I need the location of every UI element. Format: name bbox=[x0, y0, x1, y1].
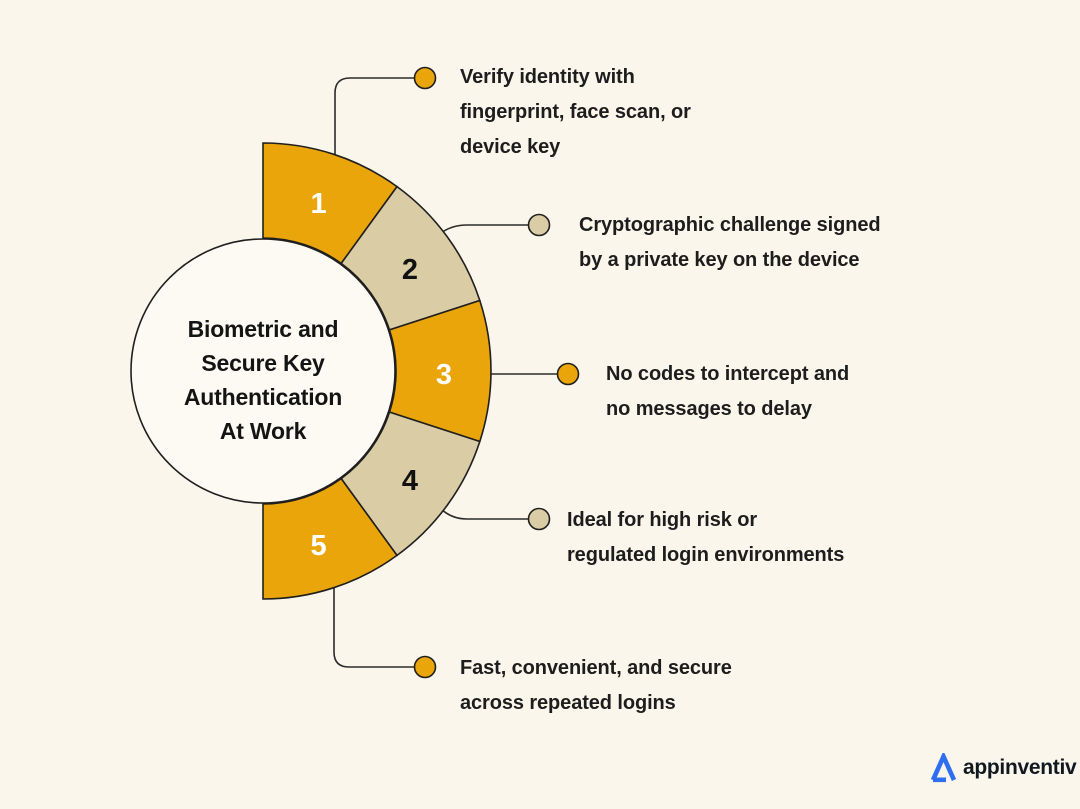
fan-segments bbox=[262, 142, 492, 600]
brand-name: appinventiv bbox=[963, 756, 1077, 779]
segment-2-description: Cryptographic challenge signed by a priv… bbox=[579, 214, 881, 271]
segment-numbers: 1 2 3 4 5 bbox=[311, 188, 453, 562]
appinventiv-logomark-icon bbox=[930, 753, 957, 783]
brand-logo: appinventiv bbox=[930, 753, 1077, 783]
connector-line-1 bbox=[334, 77, 414, 155]
segment-1-description: Verify identity with fingerprint, face s… bbox=[460, 66, 691, 158]
bullet-markers bbox=[413, 66, 580, 679]
bullet-marker-4 bbox=[527, 507, 551, 531]
segment-4-number: 4 bbox=[402, 465, 418, 497]
segment-1-number: 1 bbox=[311, 188, 327, 220]
center-circle bbox=[130, 238, 396, 504]
bullet-marker-3 bbox=[556, 362, 580, 386]
connector-line-2 bbox=[440, 224, 528, 234]
bullet-marker-5 bbox=[413, 655, 437, 679]
diagram-title: Biometric and Secure Key Authentication … bbox=[183, 316, 343, 444]
segment-4-description: Ideal for high risk or regulated login e… bbox=[567, 509, 845, 566]
segment-5-arc bbox=[262, 477, 399, 600]
connector-line-5 bbox=[333, 587, 414, 668]
connector-line-4 bbox=[440, 508, 528, 520]
segment-3-description: No codes to intercept and no messages to… bbox=[606, 363, 850, 420]
bullet-marker-2 bbox=[527, 213, 551, 237]
segment-5-number: 5 bbox=[311, 530, 327, 562]
segment-3-number: 3 bbox=[436, 359, 452, 391]
segment-2-number: 2 bbox=[402, 254, 418, 286]
segment-5-description: Fast, convenient, and secure across repe… bbox=[460, 657, 732, 714]
bullet-marker-1 bbox=[413, 66, 437, 90]
